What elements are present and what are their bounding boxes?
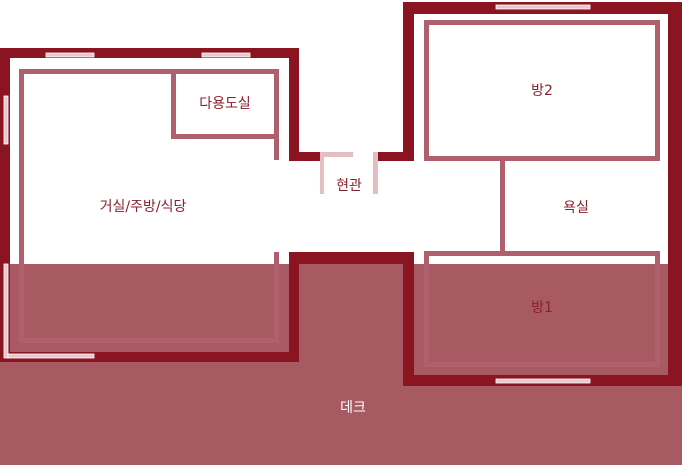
room-label-utility: 다용도실 [199,96,251,112]
room-label-deck: 데크 [340,400,366,416]
room-label-bathroom: 욕실 [563,200,589,216]
right-partitions [424,20,660,367]
windows [3,4,591,384]
left-unit-walls [0,48,299,362]
room-label-room1: 방1 [531,300,553,316]
room-label-living: 거실/주방/식당 [99,199,187,215]
left-partitions [19,69,279,343]
entrance-door [320,152,378,194]
corridor-walls [289,152,412,264]
room-label-entrance: 현관 [336,178,362,194]
room-label-room2: 방2 [531,83,553,99]
